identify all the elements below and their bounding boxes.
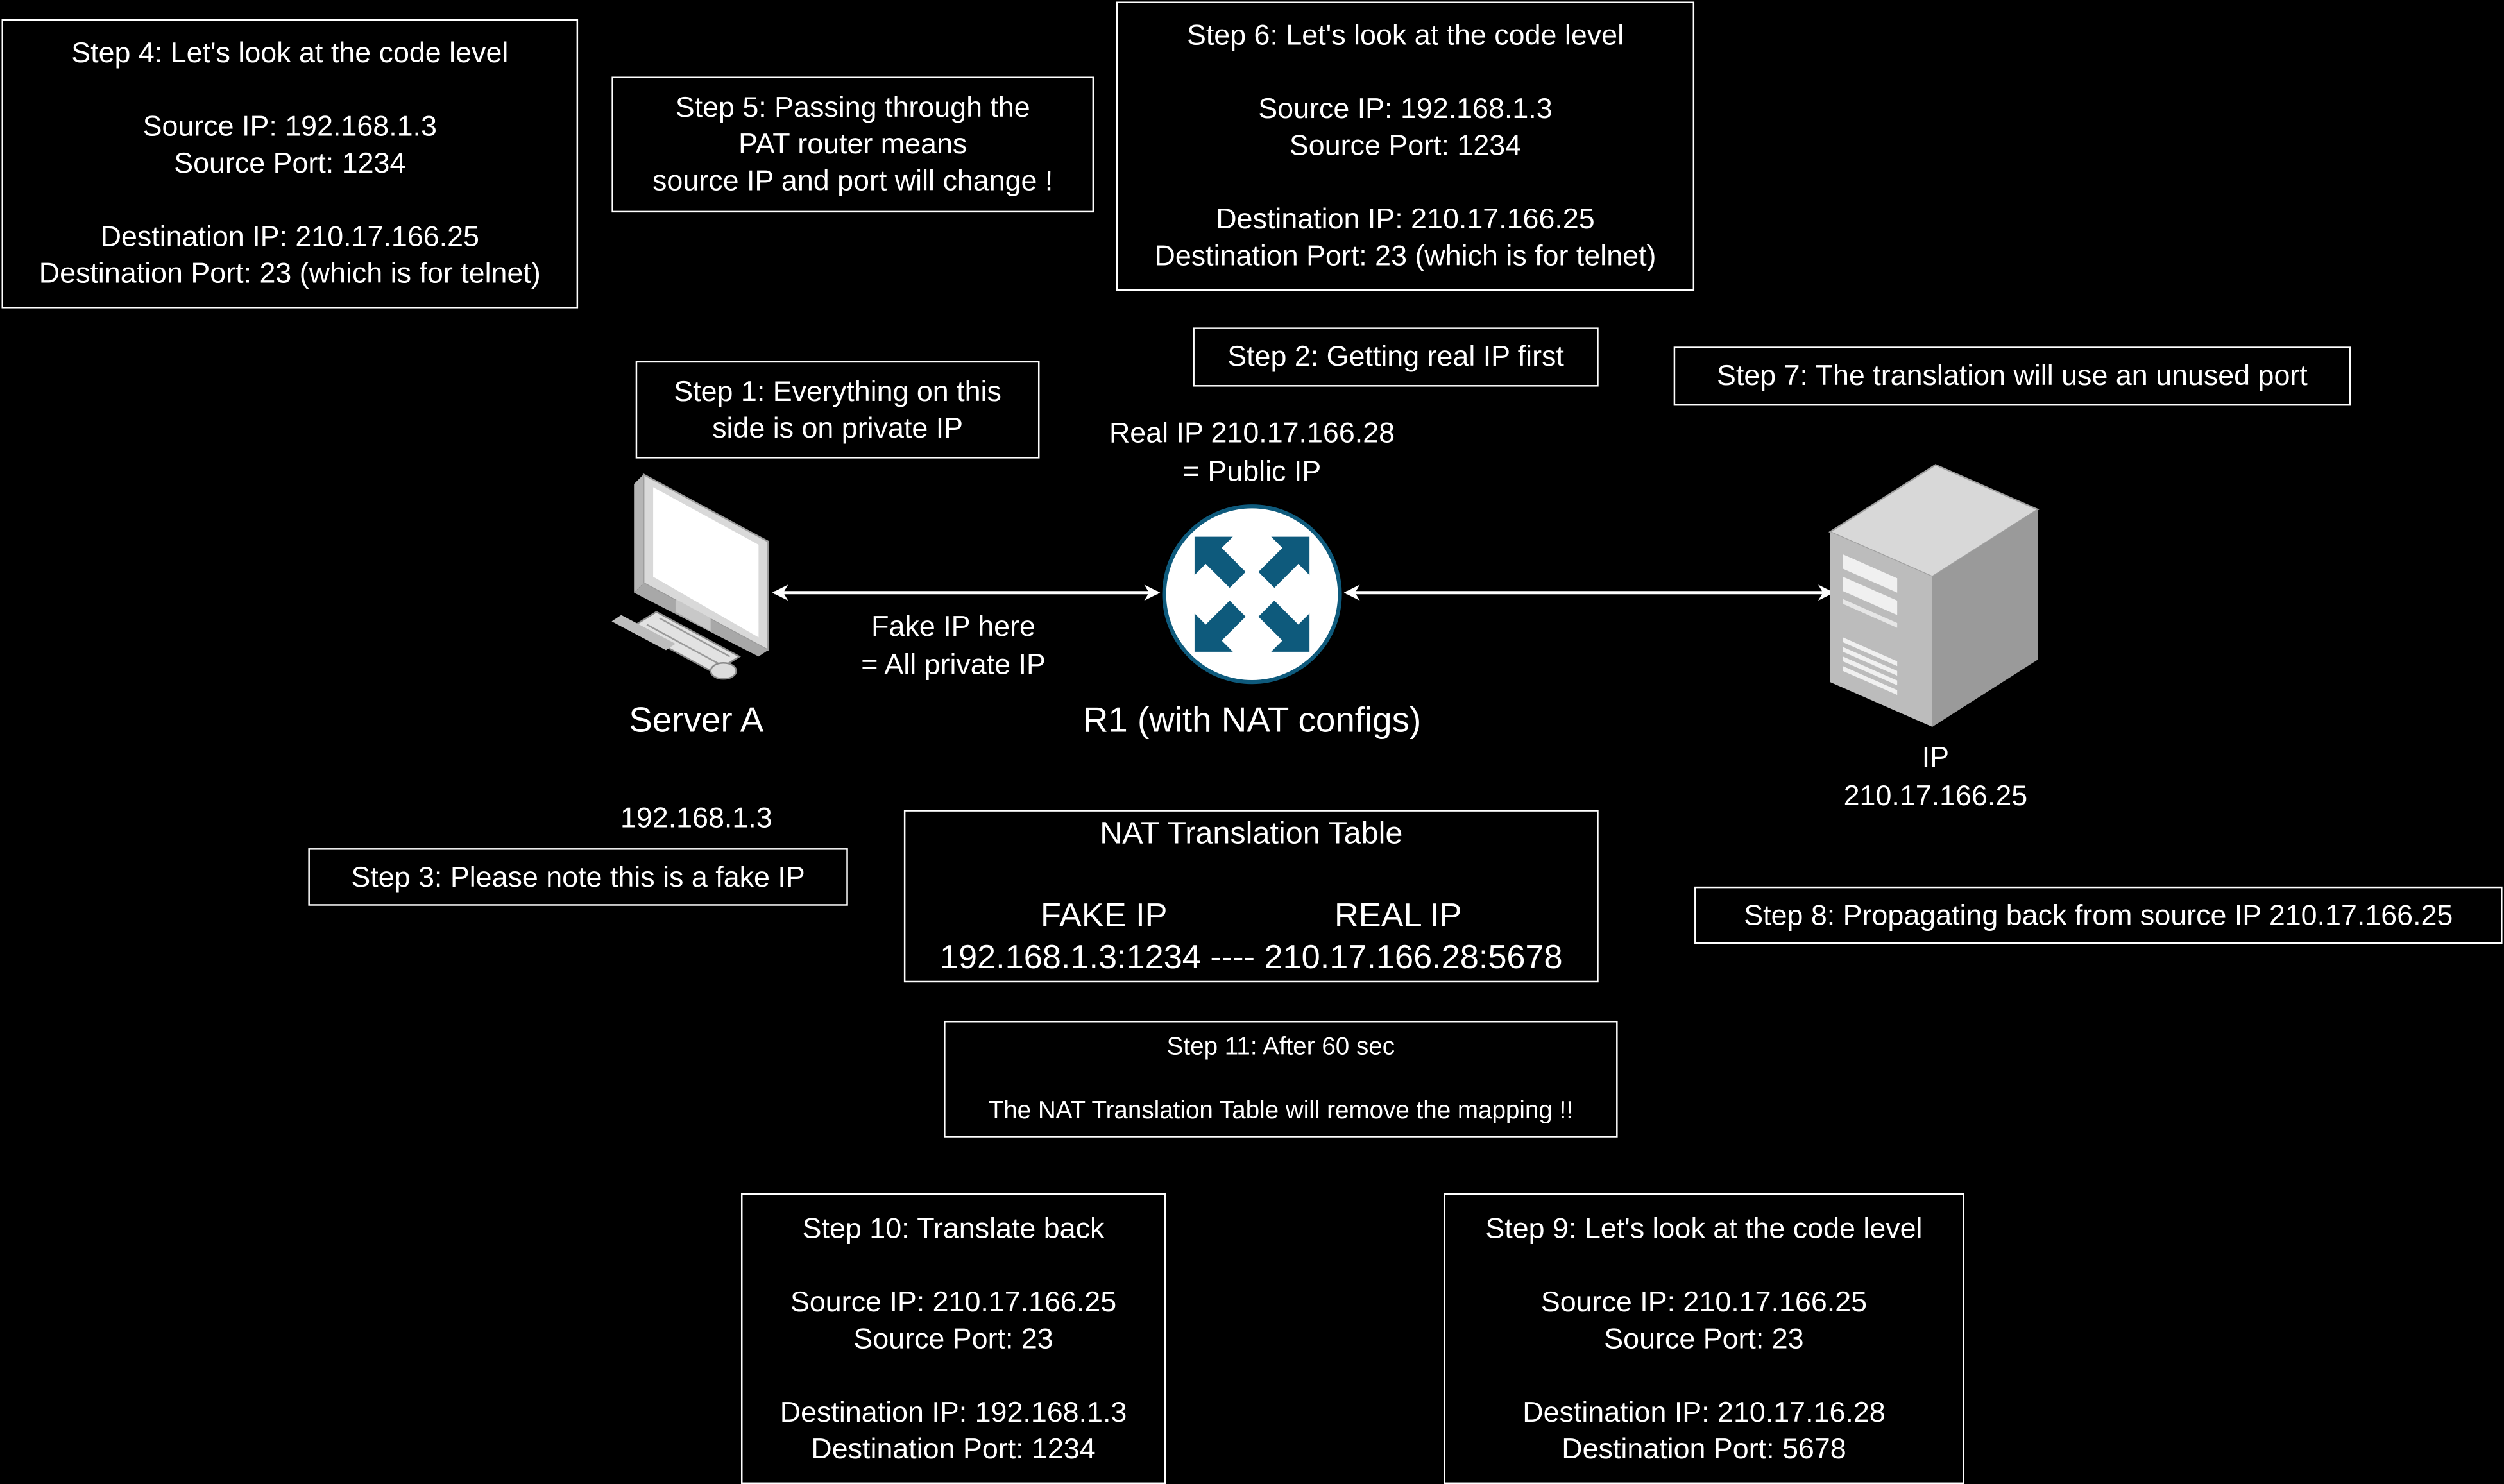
- box-line: Step 9: Let's look at the code level: [1485, 1211, 1923, 1244]
- box-line: Source Port: 23: [853, 1322, 1053, 1354]
- private-link-label: Fake IP here = All private IP: [826, 607, 1081, 684]
- workstation-icon: [611, 473, 769, 680]
- box-line: Source Port: 1234: [1289, 129, 1522, 162]
- box-line: Source IP: 210.17.166.25: [790, 1285, 1117, 1317]
- server-a-ip: 192.168.1.3: [568, 799, 824, 837]
- box-line: Destination Port: 23 (which is for telne…: [38, 257, 541, 289]
- box-line: Destination Port: 1234: [811, 1432, 1096, 1464]
- nat-table-row: 192.168.1.3:1234 ---- 210.17.166.28:5678: [939, 939, 1563, 977]
- box-line: Destination Port: 5678: [1562, 1432, 1846, 1464]
- step2-box: Step 2: Getting real IP first: [1193, 327, 1599, 387]
- box-line: Step 10: Translate back: [802, 1211, 1105, 1244]
- box-line: source IP and port will change !: [652, 164, 1053, 197]
- box-line: side is on private IP: [712, 411, 964, 443]
- nat-table-header: FAKE IP REAL IP: [1040, 898, 1462, 935]
- box-line: Source Port: 1234: [174, 147, 406, 179]
- box-line: Destination IP: 210.17.166.25: [1216, 203, 1595, 235]
- router-real-ip-line1: Real IP 210.17.166.28: [1109, 416, 1395, 449]
- box-line: Step 11: After 60 sec: [1166, 1032, 1395, 1060]
- box-line: Step 4: Let's look at the code level: [71, 37, 509, 69]
- box-line: Step 2: Getting real IP first: [1227, 340, 1564, 373]
- box-line: Step 8: Propagating back from source IP …: [1744, 898, 2453, 931]
- server-a-name-text: Server A: [629, 699, 764, 740]
- router-name: R1 (with NAT configs): [1012, 700, 1492, 742]
- remote-server-ip-label: IP 210.17.166.25: [1776, 738, 2095, 815]
- box-line: Step 3: Please note this is a fake IP: [351, 860, 805, 892]
- step8-box: Step 8: Propagating back from source IP …: [1694, 886, 2503, 944]
- box-line: Source Port: 23: [1604, 1322, 1804, 1354]
- server-a-ip-text: 192.168.1.3: [620, 801, 772, 834]
- box-line: Source IP: 210.17.166.25: [1540, 1285, 1868, 1317]
- private-link-line1: Fake IP here: [871, 610, 1035, 642]
- nat-table-title: NAT Translation Table: [1100, 816, 1403, 852]
- private-link-line2: = All private IP: [861, 648, 1046, 681]
- box-line: Step 6: Let's look at the code level: [1186, 19, 1624, 51]
- box-line: Destination Port: 23 (which is for telne…: [1154, 239, 1657, 272]
- box-line: Destination IP: 210.17.166.25: [100, 220, 479, 253]
- router-icon: [1162, 504, 1342, 685]
- box-line: Step 7: The translation will use an unus…: [1717, 359, 2308, 392]
- router-real-ip-line2: = Public IP: [1182, 455, 1322, 488]
- step7-box: Step 7: The translation will use an unus…: [1673, 346, 2351, 406]
- remote-ip-line1: IP: [1921, 741, 1950, 774]
- router-public-ip-label: Real IP 210.17.166.28 = Public IP: [1060, 414, 1444, 491]
- box-line: Step 1: Everything on this: [674, 374, 1001, 407]
- server-tower-icon: [1828, 464, 2040, 727]
- box-line: PAT router means: [738, 128, 967, 160]
- box-line: Source IP: 192.168.1.3: [142, 110, 437, 142]
- box-line: Destination IP: 210.17.16.28: [1522, 1395, 1886, 1428]
- router-name-text: R1 (with NAT configs): [1082, 699, 1422, 740]
- box-line: Step 5: Passing through the: [675, 90, 1030, 123]
- step3-box: Step 3: Please note this is a fake IP: [308, 848, 848, 906]
- box-line: Destination IP: 192.168.1.3: [779, 1395, 1127, 1428]
- nat-translation-table: NAT Translation Table FAKE IP REAL IP 19…: [903, 810, 1599, 983]
- remote-ip-line2: 210.17.166.25: [1843, 780, 2028, 812]
- server-a-name: Server A: [568, 700, 824, 742]
- box-line: The NAT Translation Table will remove th…: [988, 1096, 1574, 1124]
- box-line: Source IP: 192.168.1.3: [1258, 92, 1553, 125]
- step1-box: Step 1: Everything on this side is on pri…: [635, 361, 1040, 459]
